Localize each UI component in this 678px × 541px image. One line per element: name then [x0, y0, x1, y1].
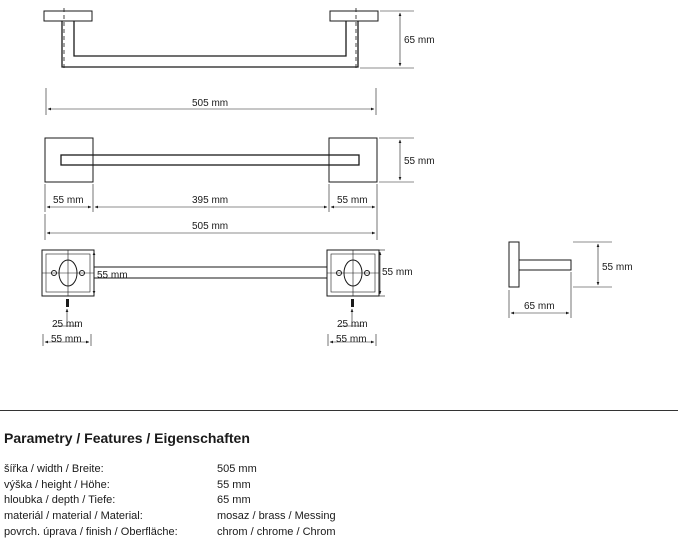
- feature-value: chrom / chrome / Chrom: [217, 525, 336, 538]
- mount-left-screw-dim: 25 mm: [52, 319, 83, 330]
- top-width-dim: 505 mm: [192, 98, 228, 109]
- mount-view: 55 mm 55 mm 25 mm 55 mm 25 mm 55 mm: [41, 249, 413, 346]
- mount-right-height-dim: 55 mm: [382, 267, 413, 278]
- feature-label: materiál / material / Material:: [4, 510, 143, 523]
- side-view: 55 mm 65 mm: [508, 241, 633, 318]
- feature-value: mosaz / brass / Messing: [217, 510, 336, 523]
- mount-right-base-dim: 55 mm: [336, 334, 367, 345]
- mount-left-base-dim: 55 mm: [51, 334, 82, 345]
- front-height-dim: 55 mm: [404, 156, 435, 167]
- top-view: 65 mm 505 mm: [43, 8, 435, 115]
- feature-value: 505 mm: [217, 463, 257, 475]
- top-height-dim: 65 mm: [404, 35, 435, 46]
- technical-drawing: 65 mm 505 mm 55 mm 55 mm 395 mm 55 mm 50…: [41, 8, 633, 346]
- mount-left-inner-dim: 55 mm: [97, 270, 128, 281]
- side-height-dim: 55 mm: [602, 262, 633, 273]
- side-depth-dim: 65 mm: [524, 301, 555, 312]
- mount-right-screw-dim: 25 mm: [337, 319, 368, 330]
- feature-row: materiál / material / Material: mosaz / …: [4, 509, 664, 525]
- front-view: 55 mm 55 mm 395 mm 55 mm 505 mm: [44, 137, 435, 240]
- feature-value: 65 mm: [217, 494, 251, 507]
- feature-label: povrch. úprava / finish / Oberfläche:: [4, 525, 178, 538]
- section-divider: [0, 410, 678, 411]
- feature-label: výška / height / Höhe:: [4, 478, 110, 491]
- feature-label: hloubka / depth / Tiefe:: [4, 494, 116, 507]
- feature-label: šířka / width / Breite:: [4, 463, 104, 475]
- front-total-dim: 505 mm: [192, 221, 228, 232]
- front-left-dim: 55 mm: [53, 195, 84, 206]
- feature-row: výška / height / Höhe: 55 mm: [4, 478, 664, 494]
- feature-value: 55 mm: [217, 478, 251, 491]
- features-title: Parametry / Features / Eigenschaften: [4, 430, 250, 446]
- front-right-dim: 55 mm: [337, 195, 368, 206]
- feature-row: šířka / width / Breite: 505 mm: [4, 462, 664, 478]
- feature-row: povrch. úprava / finish / Oberfläche: ch…: [4, 525, 664, 541]
- front-middle-dim: 395 mm: [192, 195, 228, 206]
- features-section: Parametry / Features / Eigenschaften šíř…: [4, 430, 664, 540]
- feature-row: hloubka / depth / Tiefe: 65 mm: [4, 493, 664, 509]
